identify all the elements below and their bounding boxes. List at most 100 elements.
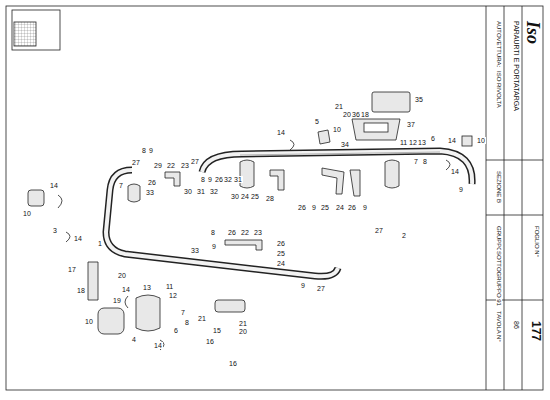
reflector [215,300,245,312]
callout-number: 20 [117,272,127,279]
approval-stamp [12,10,60,50]
callout-number: 7 [413,158,419,165]
callout-number: 8 [141,147,147,154]
callout-number: 26 [276,240,286,247]
callout-number: 9 [148,147,154,154]
callout-number: 14 [447,137,457,144]
callout-number: 13 [417,139,427,146]
callout-number: 6 [430,135,436,142]
overrider [385,160,399,188]
callout-number: 14 [49,182,59,189]
callout-number: 1 [97,240,103,247]
mounting-bracket [322,168,344,194]
title-block-text: TAVOLA N° [496,310,502,343]
callout-number: 18 [360,111,370,118]
callout-number: 23 [253,229,263,236]
front-bumper [106,170,338,276]
overrider [136,295,160,331]
callout-number: 25 [320,204,330,211]
front-lamp [98,308,124,334]
callout-number: 14 [276,129,286,136]
callout-number: 7 [180,309,186,316]
callout-number: 7 [118,182,124,189]
maker-logo: Iso [524,20,542,45]
callout-number: 26 [227,229,237,236]
sheet-frame [6,6,543,390]
callout-number: 21 [238,320,248,327]
callout-number: 27 [374,227,384,234]
callout-number: 28 [265,195,275,202]
callout-number: 14 [450,168,460,175]
callout-number: 24 [335,204,345,211]
callout-number: 12 [168,292,178,299]
callout-number: 3 [52,227,58,234]
title-block-line [486,215,543,216]
title-block-text: PARAURTI E PORTATARGA [513,20,520,112]
callout-number: 17 [67,266,77,273]
callout-number: 8 [184,319,190,326]
callout-number: 21 [334,103,344,110]
mounting-bracket [350,170,360,196]
callout-number: 9 [211,243,217,250]
callout-number: 32 [209,188,219,195]
callout-number: 34 [340,141,350,148]
callout-number: 11 [165,283,174,290]
callout-number: 19 [112,297,122,304]
callout-number: 29 [153,162,163,169]
callout-number: 23 [180,162,190,169]
title-block-line [486,160,543,161]
callout-number: 5 [314,118,320,125]
overrider [240,160,254,188]
title-block-text: 177 [530,320,542,342]
title-block-text: ISO RIVOLTA [496,70,502,109]
callout-number: 33 [190,247,200,254]
callout-number: 10 [22,210,32,217]
callout-number: 26 [147,179,157,186]
callout-number: 11 [399,139,408,146]
callout-number: 21 [197,315,207,322]
title-block-text: FOGLIO N° [534,225,540,258]
callout-number: 24 [240,193,250,200]
callout-number: 16 [205,338,215,345]
callout-number: 9 [207,176,213,183]
callout-number: 9 [300,282,306,289]
callout-number: 31 [233,176,243,183]
callout-number: 26 [347,204,357,211]
callout-number: 9 [362,204,368,211]
bracket [318,130,330,144]
callout-number: 15 [212,327,222,334]
callout-number: 10 [332,126,342,133]
callout-number: 27 [190,158,200,165]
mounting-bracket [225,240,262,250]
plate-lamp [364,123,388,132]
callout-number: 32 [223,176,233,183]
callout-number: 9 [311,204,317,211]
title-block-line [522,6,523,390]
callout-number: 25 [276,250,286,257]
callout-number: 8 [422,158,428,165]
callout-number: 14 [121,286,131,293]
title-block-line [486,300,543,301]
stamp-grid [14,22,36,46]
callout-number: 27 [131,159,141,166]
callout-number: 13 [142,284,152,291]
callout-number: 25 [250,193,260,200]
plate-holder [352,119,400,140]
title-block-line [486,6,487,390]
callout-number: 22 [166,162,176,169]
mounting-bracket [165,172,180,186]
side-lamp [462,136,472,146]
title-block-text: SOTTOGRUPPO 91 [496,250,502,307]
callout-number: 14 [153,342,163,349]
callout-number: 10 [476,137,486,144]
plate-bracket [88,262,98,300]
side-lamp [28,190,44,206]
callout-number: 9 [458,186,464,193]
rubber-rings [58,140,450,350]
callout-number: 30 [230,193,240,200]
number-plate [372,92,410,112]
callout-number: 4 [131,336,137,343]
callout-number: 8 [200,176,206,183]
